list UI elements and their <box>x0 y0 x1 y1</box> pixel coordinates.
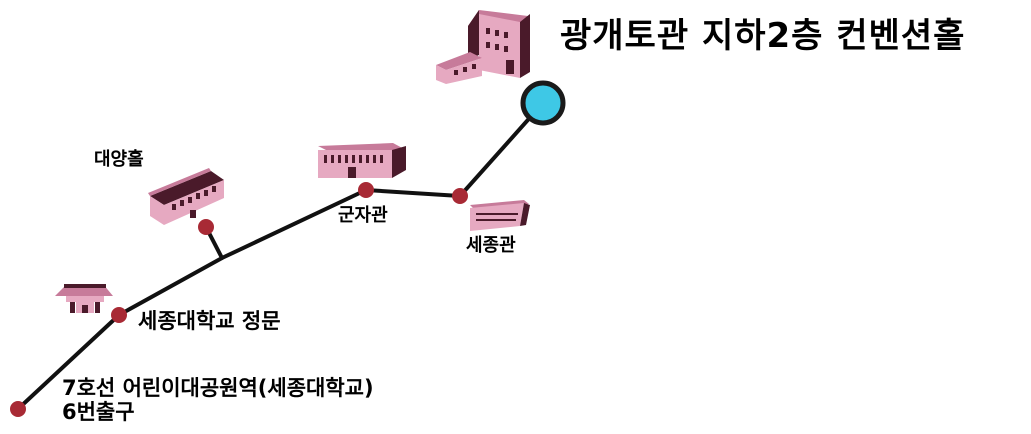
destination-label: 광개토관 지하2층 컨벤션홀 <box>560 16 966 56</box>
daeyang-hall-label: 대양홀 <box>94 149 144 170</box>
main-route-line <box>16 101 545 411</box>
office-building-icon <box>436 10 530 84</box>
station-label: 7호선 어린이대공원역(세종대학교) 6번출구 <box>62 376 374 424</box>
main-gate-label: 세종대학교 정문 <box>138 309 281 333</box>
waypoint-main-gate-dot <box>111 307 127 323</box>
station-exit-number: 6번출구 <box>62 400 135 425</box>
low-building-icon <box>470 200 530 231</box>
destination-marker <box>520 80 566 126</box>
waypoint-daeyang-dot <box>198 219 214 235</box>
waypoints <box>10 182 468 417</box>
waypoint-sejong-dot <box>452 188 468 204</box>
station-line-name: 7호선 어린이대공원역(세종대학교) <box>62 376 374 400</box>
waypoint-station-dot <box>10 401 26 417</box>
waypoint-gunja-dot <box>358 182 374 198</box>
traditional-gate-icon <box>55 284 113 313</box>
long-building-icon <box>318 143 406 178</box>
hall-building-icon <box>148 168 224 225</box>
sejong-hall-label: 세종관 <box>466 235 516 256</box>
gunja-hall-label: 군자관 <box>338 205 388 226</box>
